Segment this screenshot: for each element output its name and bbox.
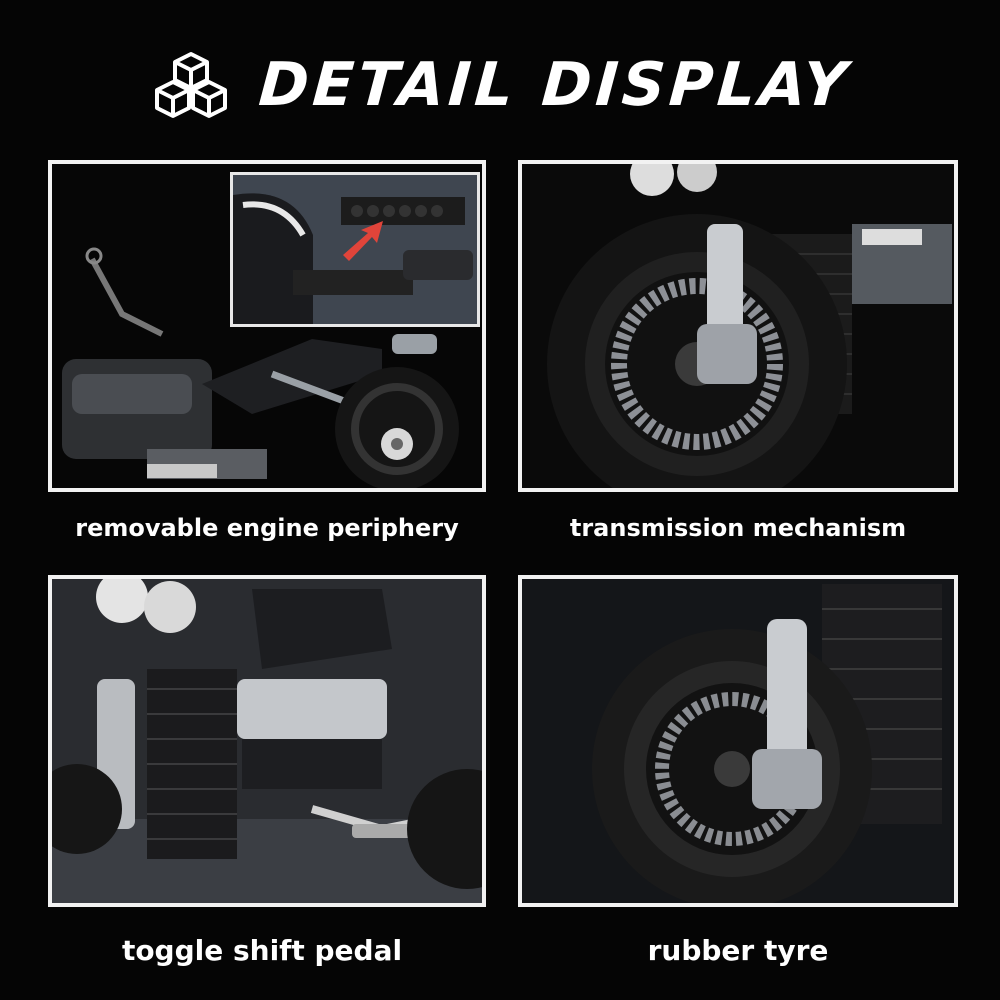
caption-transmission: transmission mechanism bbox=[569, 514, 907, 542]
front-wheel-image bbox=[522, 164, 954, 488]
cubes-icon bbox=[155, 52, 228, 118]
inset-closeup bbox=[230, 172, 480, 327]
panel-rubber-tyre bbox=[518, 575, 958, 907]
caption-shift-pedal: toggle shift pedal bbox=[121, 934, 403, 967]
caption-rubber-tyre: rubber tyre bbox=[647, 934, 829, 967]
page-header: DETAIL DISPLAY bbox=[0, 40, 1000, 130]
caption-engine-periphery: removable engine periphery bbox=[75, 514, 459, 542]
panel-engine-periphery bbox=[48, 160, 486, 492]
panel-transmission bbox=[518, 160, 958, 492]
radiator-pedal-image bbox=[52, 579, 482, 903]
front-tyre-image bbox=[522, 579, 954, 903]
page-title: DETAIL DISPLAY bbox=[256, 50, 854, 120]
panel-shift-pedal bbox=[48, 575, 486, 907]
inset-seat-image bbox=[233, 175, 477, 324]
